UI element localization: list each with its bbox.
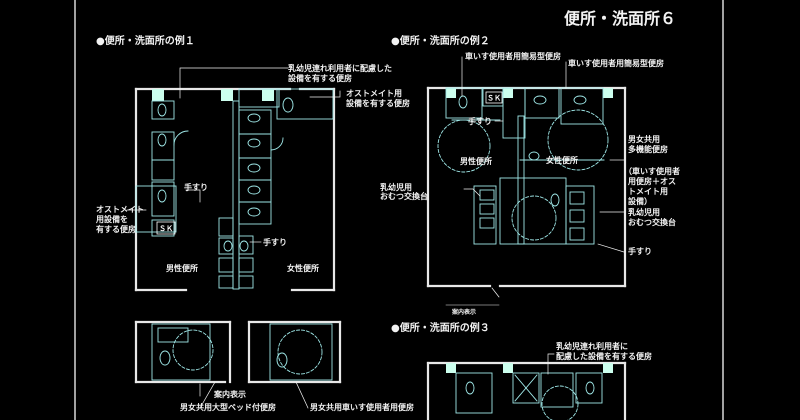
ex2-simple-1: 車いす使用者用簡易型便房 — [465, 51, 561, 61]
ex1-handrail-b: 手すり — [263, 237, 287, 247]
page-title: 便所・洗面所６ — [564, 9, 676, 28]
ex1-womens-label: 女性便所 — [287, 263, 319, 273]
ex2-handrail-a: 手すり — [468, 116, 492, 126]
ex1-handrail-a: 手すり — [184, 182, 208, 192]
ex1-mens-label: 男性便所 — [166, 263, 198, 273]
example-1-plan: ＳＫ 乳幼児連れ利用者に配慮した 設備を有する便房 オストメイト用 設備を有する… — [95, 63, 414, 412]
ex1-nursing-label-2: 設備を有する便房 — [288, 73, 352, 83]
ex3-nursing-1: 乳幼児連れ利用者に — [556, 341, 628, 351]
example-3-heading: ●便所・洗面所の例３ — [391, 321, 490, 334]
ex2-handrail-b: 手すり — [628, 246, 652, 256]
ex2-multi-5: トメイト用 — [628, 187, 668, 196]
ex2-multi-2: 多機能便房 — [628, 144, 668, 154]
example-3-plan: 乳幼児連れ利用者に 配慮した設備を有する便房 — [426, 341, 652, 420]
ex1-ostomate-left-2: 用設備を — [95, 214, 128, 224]
example-2-plan: ＳＫ 車いす使用者用簡易型便房 車いす使用者用簡易型便房 手すり 男性便所 女性… — [380, 51, 680, 316]
ex1-bed-toilet: 男女共用大型ベッド付便房 — [180, 402, 276, 412]
ex1-ostomate-right-1: オストメイト用 — [346, 89, 402, 98]
ex2-sk-label: ＳＫ — [487, 94, 501, 103]
ex2-multi-1: 男女共用 — [628, 134, 660, 144]
ex3-nursing-2: 配慮した設備を有する便房 — [556, 351, 652, 361]
ex1-guide-sign: 案内表示 — [213, 389, 246, 399]
ex2-baby-right-2: おむつ交換台 — [628, 217, 676, 227]
ex1-ostomate-left-3: 有する便房 — [96, 224, 136, 234]
ex1-ostomate-left-1: オストメイト — [96, 205, 144, 214]
ex2-multi-4: 用便房＋オス — [627, 176, 676, 186]
ex1-ostomate-right-2: 設備を有する便房 — [346, 98, 410, 108]
ex1-wheelchair-toilet: 男女共用車いす使用者用便房 — [310, 402, 414, 412]
ex2-simple-2: 車いす使用者用簡易型便房 — [568, 58, 664, 68]
ex2-guide-sign: 案内表示 — [451, 308, 476, 316]
ex1-nursing-label-1: 乳幼児連れ利用者に配慮した — [288, 63, 392, 73]
ex2-baby-left-1: 乳幼児用 — [380, 182, 412, 192]
sheet-frame — [74, 0, 724, 420]
ex2-multi-3: （車いす使用者 — [624, 166, 680, 176]
ex2-baby-left-2: おむつ交換台 — [380, 191, 428, 201]
ex2-multi-6: 設備） — [628, 196, 652, 206]
ex2-baby-right-1: 乳幼児用 — [628, 207, 660, 217]
ex1-sk-label: ＳＫ — [159, 224, 173, 233]
example-1-heading: ●便所・洗面所の例１ — [96, 34, 195, 47]
ex2-mens-label: 男性便所 — [460, 156, 492, 166]
ex2-womens-label: 女性便所 — [546, 155, 578, 165]
example-2-heading: ●便所・洗面所の例２ — [391, 34, 490, 47]
